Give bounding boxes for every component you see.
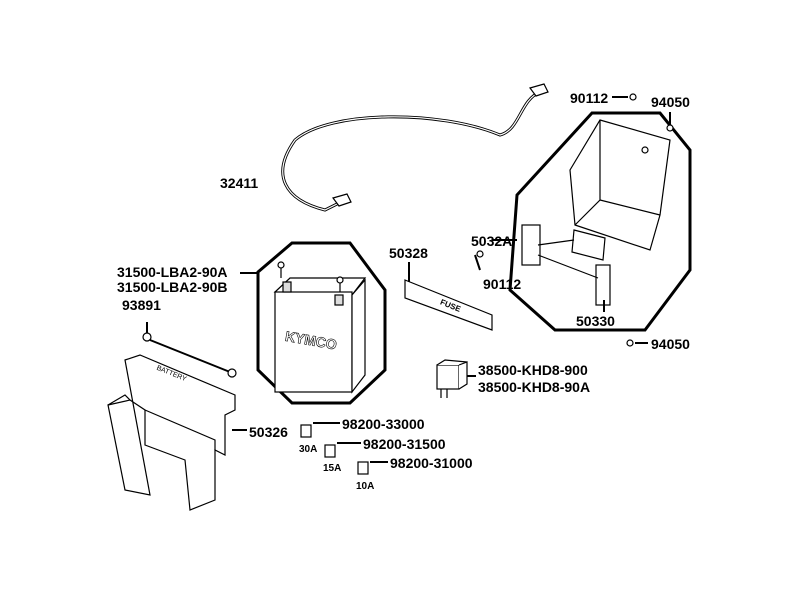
part-label-98200-31000: 98200-31000 [390,455,473,471]
part-label-93891: 93891 [122,297,161,313]
part-label-98200-33000: 98200-33000 [342,416,425,432]
part-label-32411: 32411 [220,175,259,191]
part-label-50328: 50328 [389,245,428,261]
battery-pads [521,224,611,306]
fuse-rating-15a: 15A [323,463,342,474]
fuses [300,424,369,475]
part-label-50330: 50330 [576,313,615,329]
battery-cable [281,83,549,212]
fuse-rating-10a: 10A [356,481,375,492]
part-label-50326: 50326 [249,424,288,440]
fuse-box: FUSE [404,279,493,331]
part-label-31500-lba2-90a: 31500-LBA2-90A [117,264,228,280]
part-label-98200-31500: 98200-31500 [363,436,446,452]
part-label-31500-lba2-90b: 31500-LBA2-90B [117,279,228,295]
starter-relay [436,359,468,398]
part-label-94050: 94050 [651,94,690,110]
battery-box [569,119,671,251]
battery-box-group-outline [508,111,692,332]
part-label-38500-khd8-900: 38500-KHD8-900 [478,362,588,378]
part-label-5032A: 5032A [471,233,513,249]
part-label-90112: 90112 [570,90,609,106]
part-label-90112-mid: 90112 [483,276,522,292]
battery-cover: BATTERY [107,354,236,511]
battery: KYMCO [273,261,367,394]
part-label-38500-khd8-90a: 38500-KHD8-90A [478,379,591,395]
fuse-rating-30a: 30A [299,444,318,455]
battery-group-outline [256,241,387,405]
part-label-94050-bottom: 94050 [651,336,690,352]
